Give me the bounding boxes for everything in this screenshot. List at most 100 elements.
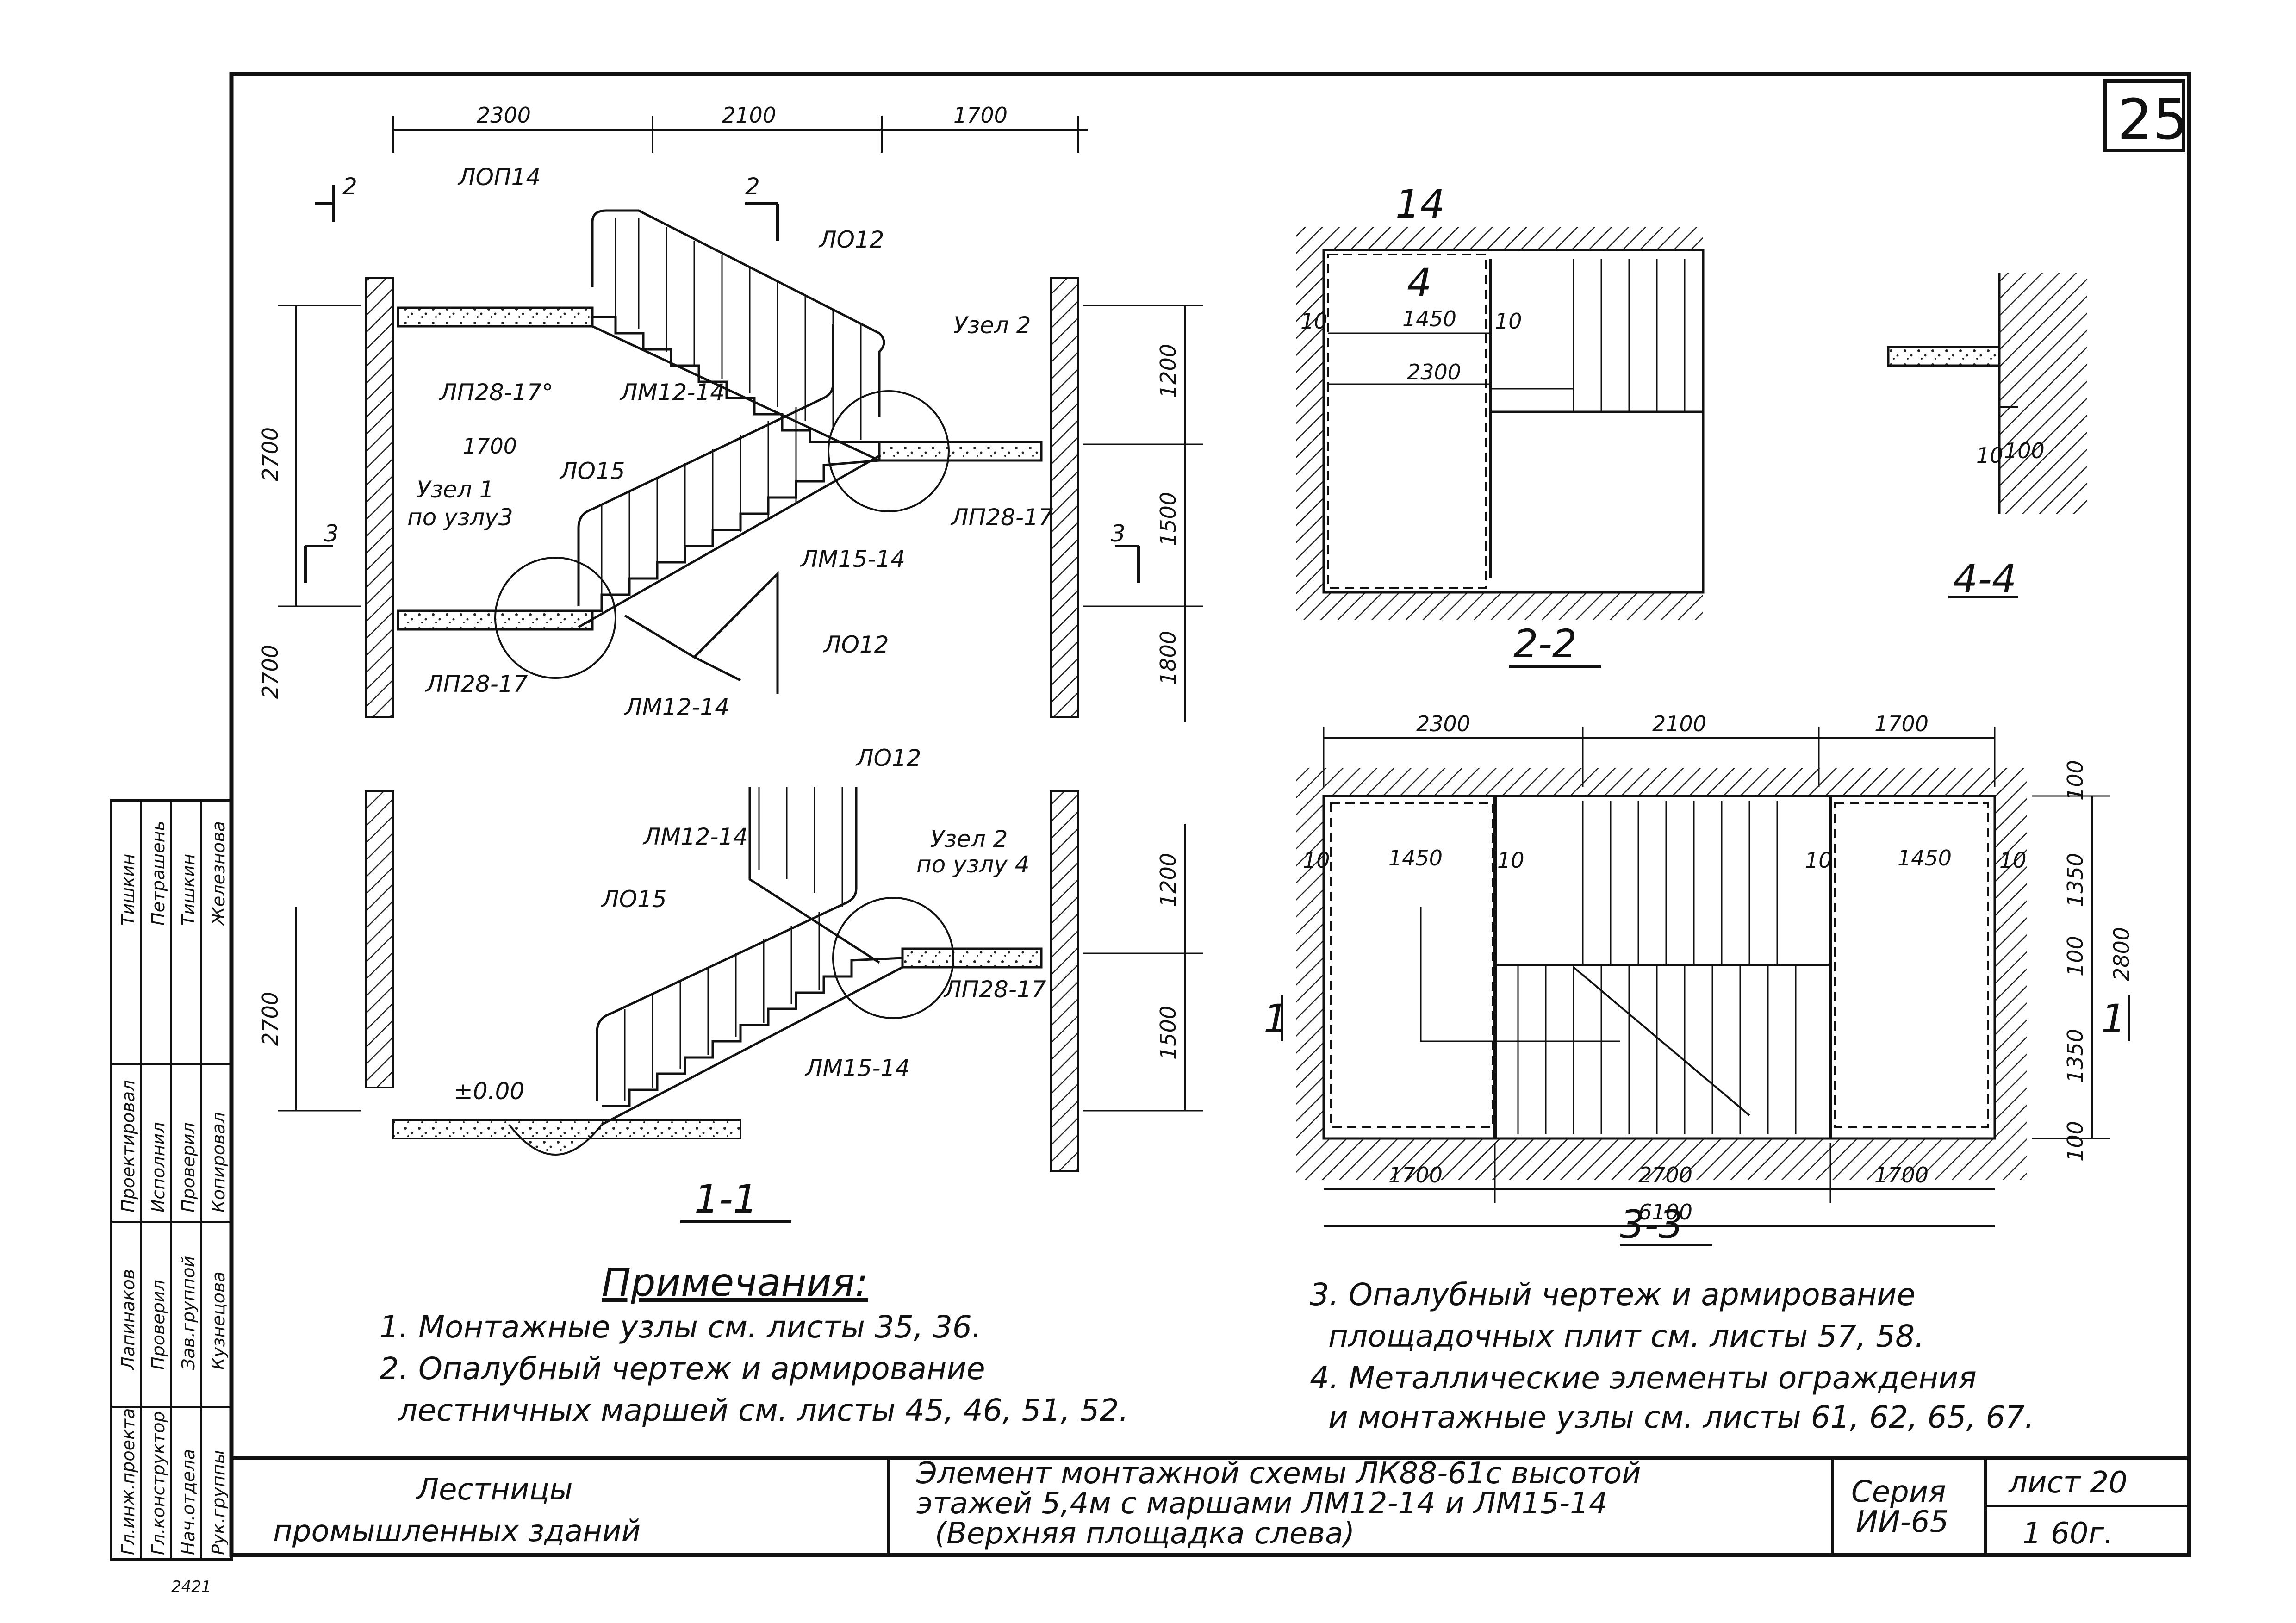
label-lm12-14-lower: ЛМ12-14 <box>642 823 748 850</box>
label-po-uzlu3: по узлу3 <box>407 504 513 531</box>
series-label: Серия <box>1851 1475 1946 1509</box>
inner-dim-1700: 1700 <box>463 434 517 459</box>
plan33-inner-10b: 10 <box>1497 848 1524 873</box>
detail-4-4-labels: 10 100 4-4 <box>1953 438 2045 602</box>
label-lo12-top: ЛО12 <box>818 226 884 253</box>
sheet-number: 25 <box>2117 88 2188 152</box>
label-lm12-14-bottom: ЛМ12-14 <box>624 694 729 721</box>
note-1: 1. Монтажные узлы см. листы 35, 36. <box>380 1309 982 1345</box>
stamp-col2-2: Зав.группой <box>178 1256 199 1370</box>
plan22-dim-10-right: 10 <box>1495 309 1522 334</box>
label-lo15-lower: ЛО15 <box>601 886 667 913</box>
left-dim-2700-a: 2700 <box>258 427 283 481</box>
plan33-inner-1450b: 1450 <box>1898 846 1952 871</box>
bottom-code: 2421 <box>171 1578 212 1596</box>
note-4a: 4. Металлические элементы ограждения <box>1310 1360 1977 1396</box>
note-3a: 3. Опалубный чертеж и армирование <box>1310 1277 1916 1312</box>
section-label-3-3: 3-3 <box>1620 1202 1683 1247</box>
plan-3-3-labels: 2300 2100 1700 10 1450 10 10 1450 10 170… <box>1263 711 2134 1247</box>
sheet-list: лист 20 <box>2008 1466 2128 1500</box>
stamp-role-0: Гл.инж.проекта <box>118 1408 138 1555</box>
elevation-bottom-labels: ЛО12 ЛМ12-14 Узел 2 по узлу 4 ЛО15 ЛП28-… <box>258 745 1181 1222</box>
plan-2-2 <box>1296 227 1705 668</box>
plan33-inner-10c: 10 <box>1805 848 1832 873</box>
plan33-right-100c: 100 <box>2063 1121 2088 1162</box>
label-po-uzlu4: по узлу 4 <box>916 851 1030 878</box>
plan33-right-100a: 100 <box>2063 760 2088 801</box>
stamp-col3-2: Проверил <box>178 1122 199 1213</box>
elevation-top-dims: 2300 2100 1700 2700 2700 1200 1500 1800 … <box>258 103 1181 699</box>
notes-title: Примечания: <box>602 1260 868 1305</box>
plan-2-2-labels: 14 4 10 1450 10 2300 2-2 <box>1300 181 1577 666</box>
plan33-inner-10a: 10 <box>1303 848 1330 873</box>
section-label-1-1: 1-1 <box>694 1176 758 1222</box>
stamp-col3-1: Исполнил <box>148 1122 168 1213</box>
label-lp28-17o: ЛП28-17° <box>439 379 553 406</box>
right-dim-1800: 1800 <box>1156 631 1181 685</box>
section-mark-3-left: 3 <box>324 520 339 547</box>
label-lo12-bottom: ЛО12 <box>823 631 889 658</box>
plan33-top-2100: 2100 <box>1652 711 1706 736</box>
plan33-bottom-1700a: 1700 <box>1388 1163 1443 1188</box>
landing-mid-right <box>878 441 1043 462</box>
plan33-bottom-2700: 2700 <box>1638 1163 1692 1188</box>
landing-upper <box>397 306 594 328</box>
top-dim-2300: 2300 <box>477 103 531 128</box>
plan33-right-1350b: 1350 <box>2063 1029 2088 1083</box>
label-lm15-14-lower: ЛМ15-14 <box>804 1055 910 1082</box>
mark-4: 4 <box>1407 260 1431 305</box>
plan-3-3 <box>1281 727 2130 1246</box>
elevation-bottom <box>278 787 1203 1223</box>
stamp-col4-3: Железнова <box>208 821 229 927</box>
label-lm15-14: ЛМ15-14 <box>800 546 905 572</box>
note-2b: лестничных маршей см. листы 45, 46, 51, … <box>397 1393 1129 1428</box>
stamp-col4-1: Петрашень <box>148 821 168 926</box>
label-uzel2: Узел 2 <box>953 312 1031 339</box>
note-3b: площадочных плит см. листы 57, 58. <box>1328 1318 1924 1354</box>
right-dim-1200-lower: 1200 <box>1156 853 1181 907</box>
label-lo15: ЛО15 <box>559 458 625 485</box>
railing-upper <box>591 209 885 417</box>
plan33-total-6100: 6100 <box>1638 1200 1692 1225</box>
plan33-right-1350a: 1350 <box>2063 853 2088 907</box>
note-4b: и монтажные узлы см. листы 61, 62, 65, 6… <box>1328 1399 2035 1435</box>
plan33-top-1700: 1700 <box>1874 711 1929 736</box>
title-name-line1: Лестницы <box>416 1473 573 1507</box>
stamp-col2-0: Лапинаков <box>118 1269 138 1371</box>
label-lm12-14-top: ЛМ12-14 <box>619 379 725 406</box>
section-mark-2-right: 2 <box>745 173 760 200</box>
node-circle-1 <box>494 557 616 679</box>
label-lp28-17-right: ЛП28-17 <box>950 504 1053 531</box>
elevation-top-labels: ЛОП14 ЛО12 Узел 2 ЛП28-17° ЛМ12-14 ЛО15 … <box>407 164 1053 721</box>
plan22-dim-1450: 1450 <box>1402 306 1456 331</box>
elevation-top <box>278 116 1203 722</box>
section-mark-3-right: 3 <box>1111 520 1126 547</box>
section-mark-1-left: 1 <box>1263 996 1288 1041</box>
node-circle-2-lower <box>832 897 954 1019</box>
left-dim-2700-lower: 2700 <box>258 992 283 1046</box>
label-lp28-17-left: ЛП28-17 <box>425 671 528 697</box>
wall-left <box>365 277 394 718</box>
railing-lower <box>624 571 779 694</box>
plan33-bottom-1700b: 1700 <box>1874 1163 1929 1188</box>
sheet-year: 1 60г. <box>2022 1517 2113 1551</box>
wall-left-lower <box>365 790 394 1088</box>
plan33-top-2300: 2300 <box>1416 711 1470 736</box>
detail-dim-100: 100 <box>2004 438 2045 463</box>
title-name-line2: промышленных зданий <box>273 1514 641 1548</box>
detail-dim-10: 10 <box>1976 443 2004 468</box>
plan33-right-100b: 100 <box>2063 936 2088 976</box>
wall-right-lower <box>1050 790 1079 1172</box>
title-block-text: Лестницы промышленных зданий Элемент мон… <box>273 1456 2128 1551</box>
stamp-col4-2: Тишкин <box>178 854 199 926</box>
stamp-text: Гл.инж.проекта Гл.конструктор Нач.отдела… <box>118 821 229 1555</box>
title-desc-line1: Элемент монтажной схемы ЛК88-61с высотой <box>916 1456 1641 1491</box>
plan22-dim-2300: 2300 <box>1407 360 1461 385</box>
top-dim-2100: 2100 <box>722 103 776 128</box>
stamp-role-2: Нач.отдела <box>178 1449 199 1555</box>
stamp-role-3: Рук.группы <box>208 1450 229 1555</box>
right-dim-1500: 1500 <box>1156 492 1181 546</box>
node-circle-2 <box>828 390 950 512</box>
level-0: ±0.00 <box>454 1078 524 1105</box>
